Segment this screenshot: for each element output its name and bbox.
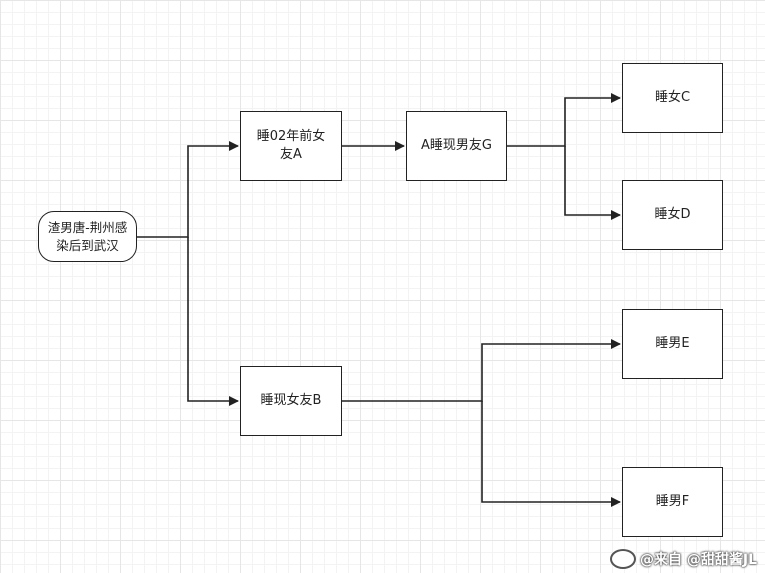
- node-e: 睡男E: [622, 309, 723, 379]
- node-d: 睡女D: [622, 180, 723, 250]
- node-g: A睡现男友G: [406, 111, 507, 181]
- edge-b-to-e: [342, 339, 621, 402]
- edge-g-to-d: [564, 146, 621, 220]
- node-f: 睡男F: [622, 467, 723, 537]
- node-b-label: 睡现女友B: [260, 393, 322, 408]
- root-node: 渣男唐-荆州感染后到武汉: [38, 211, 137, 262]
- node-b: 睡现女友B: [240, 366, 342, 436]
- edge-root-to-a: [137, 141, 239, 238]
- node-g-label: A睡现男友G: [421, 138, 492, 153]
- node-c: 睡女C: [622, 63, 723, 133]
- watermark: @来自 @甜甜酱JL: [609, 549, 757, 569]
- node-d-label: 睡女D: [654, 207, 691, 222]
- root-node-label: 渣男唐-荆州感染后到武汉: [47, 219, 128, 253]
- node-e-label: 睡男E: [655, 336, 690, 351]
- edge-b-to-f: [481, 401, 621, 507]
- node-c-label: 睡女C: [654, 90, 691, 105]
- edge-g-to-c: [507, 93, 621, 147]
- node-a-label: 睡02年前女友A: [256, 129, 326, 162]
- watermark-text: @来自 @甜甜酱JL: [639, 552, 757, 568]
- node-a: 睡02年前女友A: [240, 111, 342, 181]
- edge-root-to-b: [187, 237, 239, 406]
- weibo-logo-icon: [609, 549, 636, 569]
- node-f-label: 睡男F: [655, 494, 690, 509]
